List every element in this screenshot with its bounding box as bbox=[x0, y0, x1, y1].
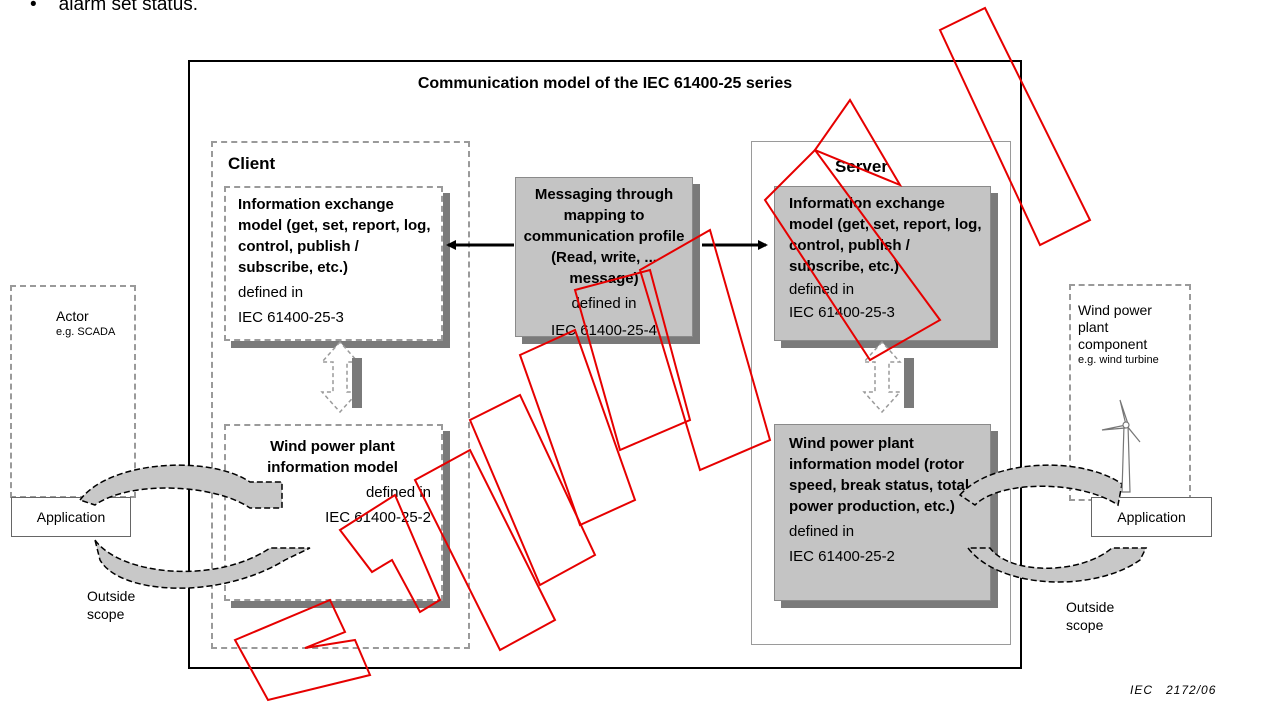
top-bullet: •alarm set status. bbox=[30, 0, 198, 16]
left-exchange-arrows bbox=[78, 464, 311, 589]
wind-turbine-icon bbox=[1101, 399, 1141, 493]
right-exchange-arrows bbox=[958, 464, 1148, 583]
server-title: Server bbox=[835, 157, 888, 176]
bullet-dot: • bbox=[30, 0, 37, 15]
client-info-model-title: Wind power plant information model bbox=[267, 438, 398, 476]
server-container bbox=[751, 141, 1011, 645]
client-info-exchange-title: Information exchange model (get, set, re… bbox=[238, 196, 431, 276]
server-info-model-defined: defined in bbox=[789, 523, 855, 540]
server-info-model-title: Wind power plant information model (roto… bbox=[789, 435, 970, 515]
client-info-model-defined: defined in bbox=[365, 484, 431, 501]
server-info-model-standard: IEC 61400-25-2 bbox=[789, 548, 895, 565]
client-info-exchange-standard: IEC 61400-25-3 bbox=[238, 309, 344, 326]
client-info-exchange-defined: defined in bbox=[238, 284, 304, 301]
server-info-exchange-title: Information exchange model (get, set, re… bbox=[789, 195, 982, 275]
client-container bbox=[211, 141, 470, 649]
communication-model-frame bbox=[188, 60, 1022, 669]
server-info-model-box: Wind power plant information model (roto… bbox=[774, 424, 991, 601]
component-example: e.g. wind turbine bbox=[1078, 354, 1159, 366]
client-info-exchange-box: Information exchange model (get, set, re… bbox=[224, 186, 443, 341]
outside-scope-right: Outside scope bbox=[1066, 599, 1115, 633]
client-title: Client bbox=[228, 154, 276, 173]
server-info-exchange-box: Information exchange model (get, set, re… bbox=[774, 186, 991, 341]
component-title: Wind power plant component bbox=[1078, 302, 1152, 352]
messaging-defined: defined in bbox=[571, 295, 637, 312]
actor-application-box: Application bbox=[11, 497, 131, 537]
server-info-exchange-standard: IEC 61400-25-3 bbox=[789, 304, 895, 321]
outside-scope-left: Outside scope bbox=[87, 588, 136, 622]
figure-id: IEC 2172/06 bbox=[1130, 683, 1217, 697]
model-title: Communication model of the IEC 61400-25 … bbox=[417, 75, 793, 92]
withdrawn-watermark bbox=[233, 6, 1092, 702]
client-vertical-arrow bbox=[320, 340, 362, 414]
actor-title: Actor bbox=[56, 308, 89, 324]
server-vertical-arrow bbox=[862, 340, 914, 414]
component-application-box: Application bbox=[1091, 497, 1212, 537]
server-info-exchange-defined: defined in bbox=[789, 281, 855, 298]
messaging-title: Messaging through mapping to communicati… bbox=[523, 186, 685, 287]
actor-example: e.g. SCADA bbox=[56, 326, 116, 338]
